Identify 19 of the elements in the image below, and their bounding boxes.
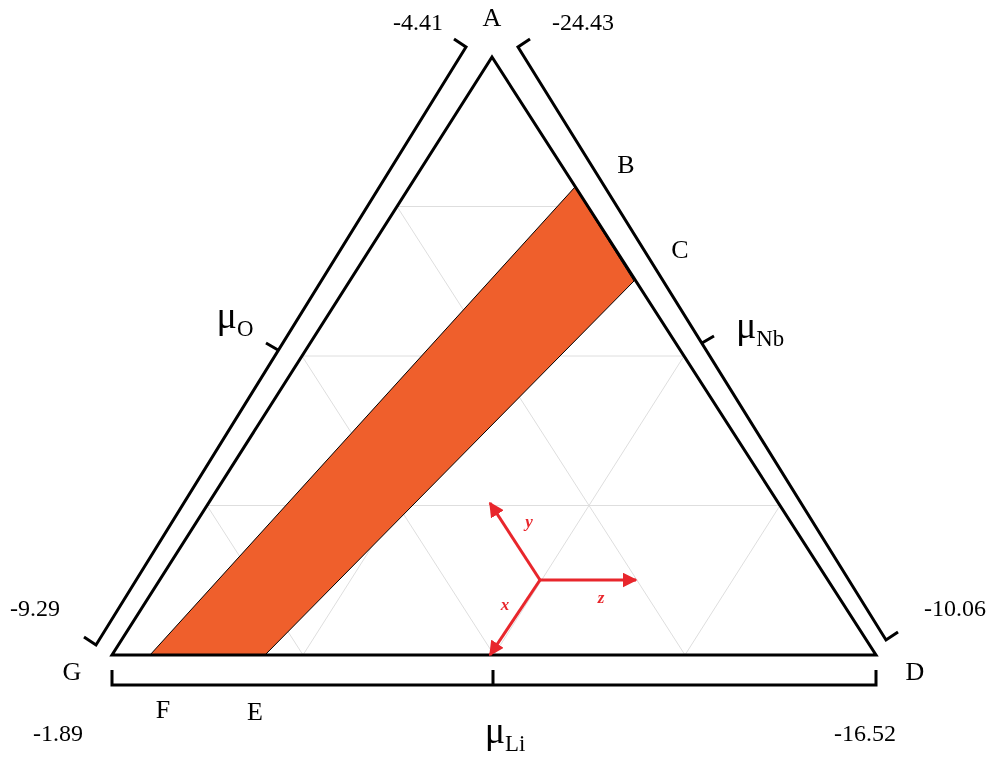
direction-label: y bbox=[525, 512, 533, 530]
axis-label: μ$_{O}$ bbox=[216, 295, 254, 341]
tick-label: -10.06 bbox=[924, 596, 986, 620]
direction-label: z bbox=[597, 588, 605, 606]
axis-label: μ$_{Nb}$ bbox=[735, 305, 785, 351]
vertex-label: D bbox=[905, 659, 925, 685]
tick-label: -16.52 bbox=[834, 721, 896, 745]
tick-label: -1.89 bbox=[33, 721, 83, 745]
point-label: E bbox=[247, 699, 263, 725]
point-label: F bbox=[155, 697, 171, 723]
tick-label: -9.29 bbox=[10, 596, 60, 620]
direction-label: x bbox=[500, 595, 510, 613]
tick-label: -4.41 bbox=[393, 10, 443, 34]
vertex-label: G bbox=[62, 659, 82, 685]
tick-label: -24.43 bbox=[552, 10, 614, 34]
point-label: B bbox=[617, 152, 635, 178]
point-label: C bbox=[671, 237, 689, 263]
axis-label: μ$_{Li}$ bbox=[484, 710, 526, 756]
vertex-label: A bbox=[482, 5, 502, 31]
